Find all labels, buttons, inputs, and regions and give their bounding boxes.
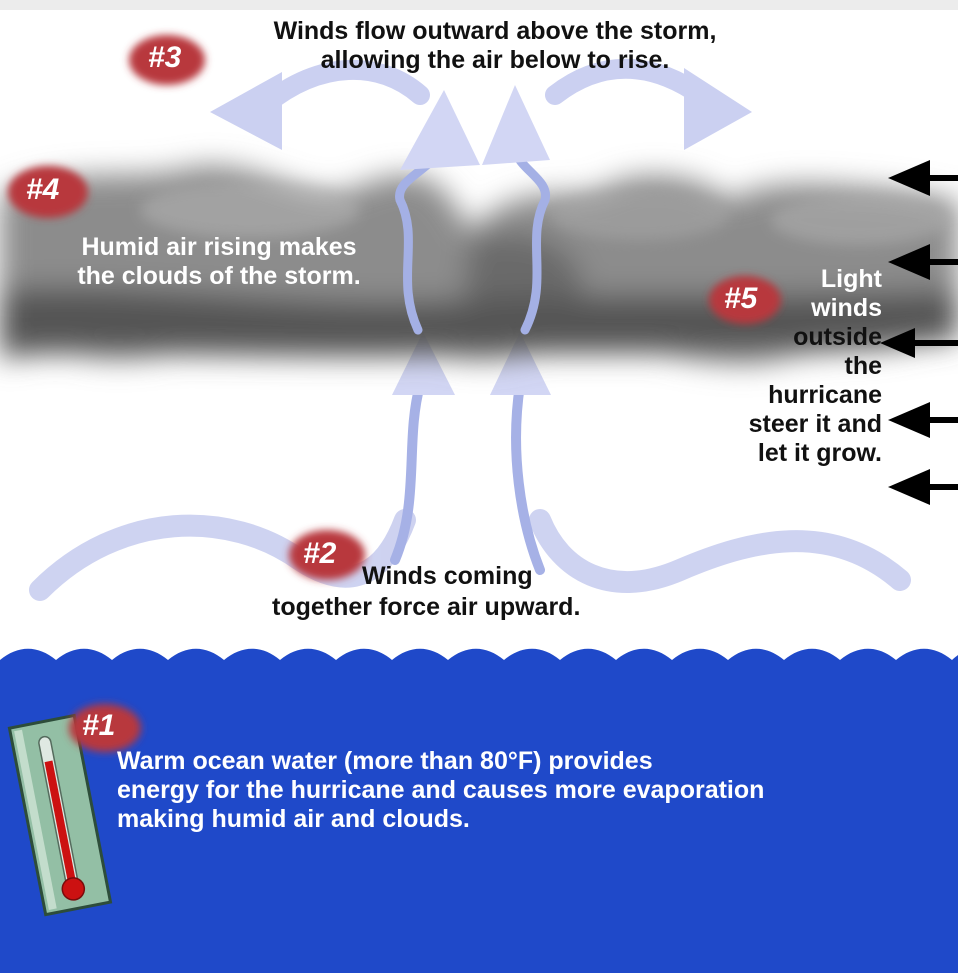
badge-3-glow [129,35,205,85]
step-2-caption-line-2: together force air upward. [272,593,581,621]
rising-stream-lower-right [511,380,545,575]
wind-flow-arrow-icon [684,68,752,150]
rising-stream-lower-left [390,380,425,565]
caption-line: steer it and [748,410,882,438]
step-5-caption: Light winds outside the hurricane steer … [700,265,882,468]
caption-line: Winds flow outward above the storm, [273,17,717,45]
wind-flow-arrow-icon [490,332,551,395]
outflow-stream-right [545,58,710,105]
upper-level-outflow-winds [210,58,752,150]
step-4-badge: #4 [26,173,60,206]
badge-5-glow [709,276,781,324]
top-band [0,0,958,10]
caption-line: outside [793,323,882,351]
steering-winds [880,160,958,505]
wind-flow-arrow-icon [482,85,550,165]
steering-wind-arrow-icon [888,469,958,505]
steering-wind-arrow-icon [880,328,958,358]
badge-1-glow [69,704,141,752]
caption-line: let it grow. [757,439,882,467]
caption-line: winds [811,294,882,322]
caption-line: the clouds of the storm. [77,262,361,290]
caption-line: hurricane [768,381,882,409]
badge-2-glow [289,530,365,580]
ocean [0,648,958,973]
wind-flow-arrow-icon [210,72,282,150]
caption-line: Warm ocean water (more than 80°F) provid… [117,747,653,775]
steering-wind-arrow-icon [888,160,958,196]
step-1-badge: #1 [82,709,116,742]
caption-line: the [844,352,883,380]
low-level-inflow-winds [29,509,911,601]
step-3-caption: Winds flow outward above the storm, allo… [195,17,795,75]
caption-line: Humid air rising makes [81,233,357,261]
rising-stream-upper-right [510,145,550,335]
outflow-stream-left [255,60,430,115]
step-2-badge: #2 [303,537,337,570]
caption-line: energy for the hurricane and causes more… [117,776,765,804]
step-3-badge: #3 [148,41,182,74]
rising-air-upper [395,85,550,335]
caption-line: Light [820,265,882,293]
steering-wind-arrow-icon [888,402,958,438]
rising-stream-upper-left [395,145,445,335]
steering-wind-arrow-icon [888,244,958,280]
step-2-caption-line-1: Winds coming [362,562,533,590]
caption-line: allowing the air below to rise. [320,46,670,74]
cloud-highlights [140,182,950,245]
step-1-caption: Warm ocean water (more than 80°F) provid… [117,747,952,834]
thermometer-icon [7,713,113,917]
wind-flow-arrow-icon [400,90,480,170]
inflow-wind-right [529,509,911,593]
badge-4-glow [8,166,88,218]
step-4-caption: Humid air rising makes the clouds of the… [25,233,413,291]
caption-line: making humid air and clouds. [117,805,470,833]
rising-air-lower [390,332,551,575]
inflow-wind-left [29,509,416,601]
badge-glows [8,35,781,752]
step-5-badge: #5 [724,282,758,315]
wind-flow-arrow-icon [392,332,455,395]
